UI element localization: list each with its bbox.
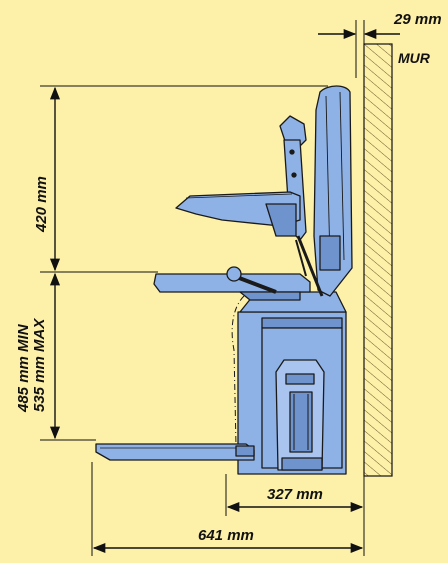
folded-depth-label: 327 mm: [267, 486, 323, 503]
armrest: [175, 191, 301, 227]
footrest-fold-path: [231, 295, 245, 447]
swivel-lever: [233, 274, 277, 294]
wall-gap-label: 29 mm: [393, 11, 442, 28]
seat: [153, 273, 311, 293]
unfolded-depth-label: 641 mm: [198, 527, 254, 544]
seat-height-min-label: 485 mm MIN: [15, 323, 32, 413]
wall: [363, 43, 393, 477]
stairlift-chair: [95, 85, 353, 475]
seat-height-max-label: 535 mm MAX: [31, 318, 48, 412]
backrest-height-label: 420 mm: [33, 176, 50, 233]
footrest: [95, 443, 255, 461]
wall-label: MUR: [398, 50, 431, 66]
